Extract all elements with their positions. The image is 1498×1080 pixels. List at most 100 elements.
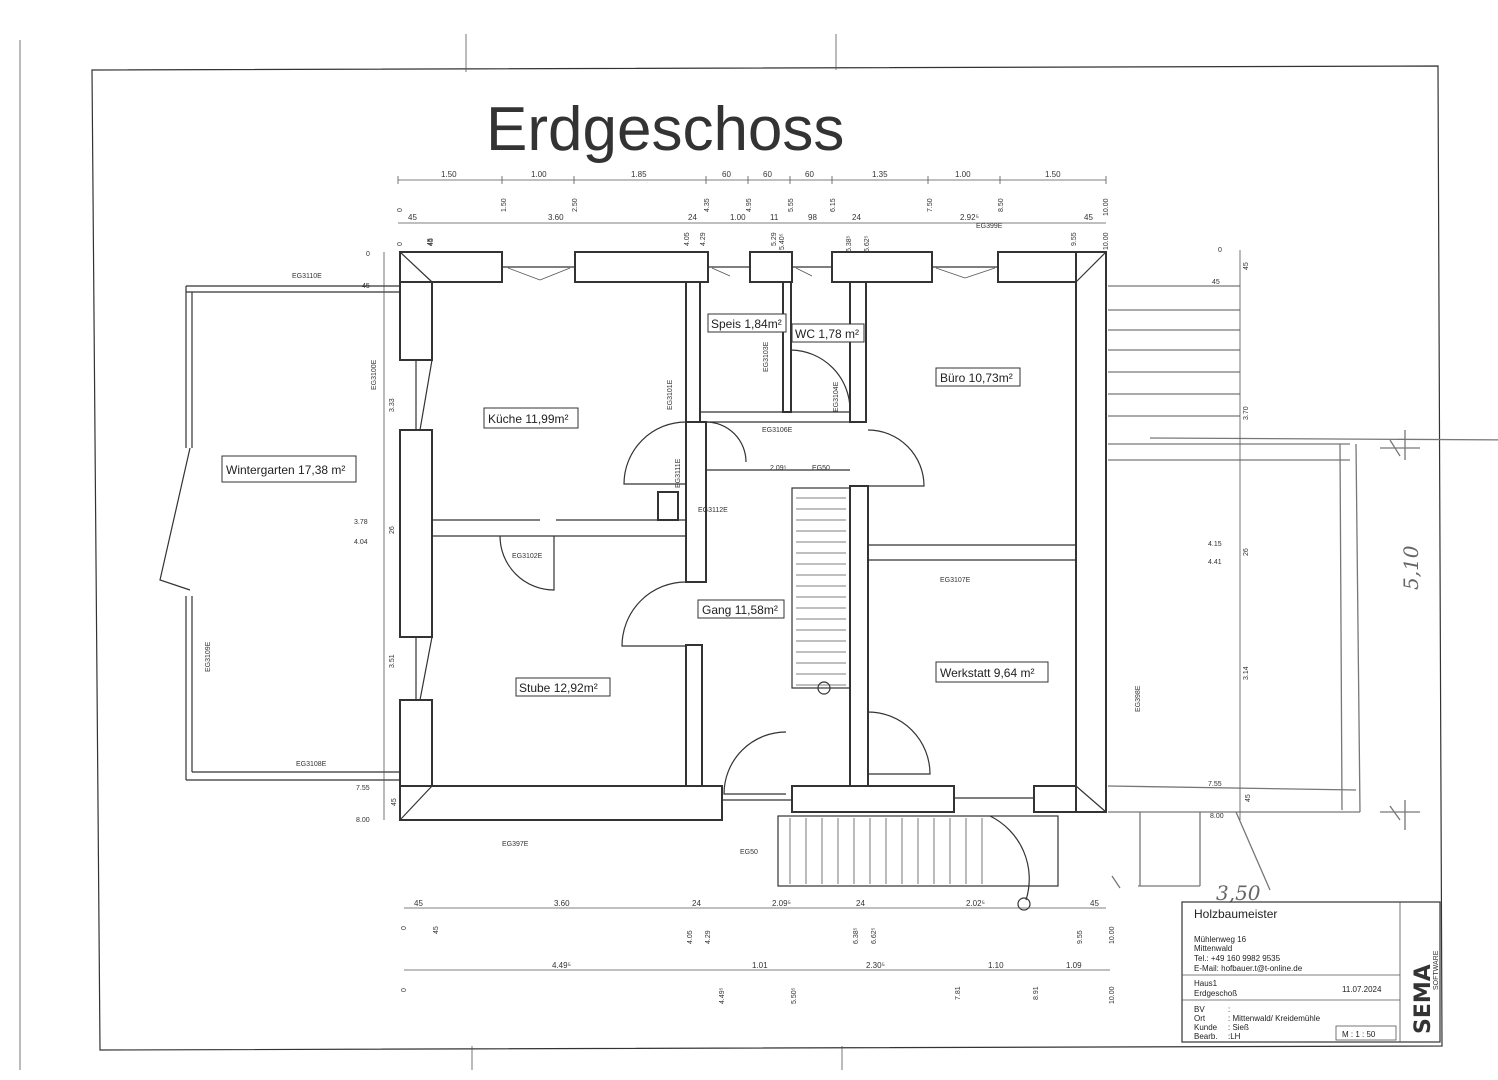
dim-cum: 8.91	[1033, 986, 1040, 1000]
wall-segment	[574, 251, 709, 283]
dim-cum: 5.29	[771, 232, 778, 246]
dim-text: 24	[692, 899, 701, 908]
dim-cum: 4.05	[684, 232, 691, 246]
field-value: : Mittenwald/ Kreidemühle	[1228, 1014, 1321, 1023]
dim-text: 45	[1243, 262, 1250, 270]
element-label: EG3102E	[512, 553, 543, 560]
dim-cum: 7.55	[1208, 781, 1222, 788]
software-logo: SEMA	[1411, 964, 1436, 1034]
room-labels: Wintergarten 17,38 m² Küche 11,99m² Spei…	[221, 313, 1049, 697]
dim-cum: 10.00	[1109, 986, 1116, 1004]
wintergarten-structure	[185, 285, 400, 781]
entrance-stairs	[777, 815, 1059, 911]
dim-text: 4.49⁵	[552, 961, 571, 970]
dim-text: 98	[808, 213, 817, 222]
dim-text: 1.50	[441, 170, 457, 179]
dim-cum: 4.15	[1208, 541, 1222, 548]
field-value: :	[1228, 1005, 1230, 1014]
dim-text: 2.02⁵	[966, 899, 985, 908]
dim-cum: 0	[397, 208, 404, 212]
dim-cum: 6.38⁵	[853, 927, 860, 944]
dim-text: 45	[408, 213, 417, 222]
dim-cum: 5.55	[788, 198, 795, 212]
drawing-scale: M : 1 : 50	[1342, 1030, 1376, 1039]
dim-text: 45	[1090, 899, 1099, 908]
sheet-name: Erdgeschoß	[1194, 989, 1237, 998]
handwritten-dimension-side: 5,10	[1399, 545, 1423, 590]
dim-text: 24	[852, 213, 861, 222]
dim-cum: 5.40⁵	[779, 233, 786, 250]
element-label: EG397E	[502, 841, 529, 848]
dim-text: 1.35	[872, 170, 888, 179]
dim-cum: 8.00	[1210, 813, 1224, 820]
dim-text: 1.00	[730, 213, 746, 222]
room-label-werkstatt: Werkstatt 9,64 m²	[940, 666, 1034, 680]
dim-text: 1.50	[1045, 170, 1061, 179]
bottom-dimension-line-1: 45 3.60 24 2.09⁵ 24 2.02⁵ 45 0 45 4.05 4…	[401, 899, 1116, 944]
dim-cum: 4.29	[700, 232, 707, 246]
dim-cum: 0	[401, 926, 408, 930]
element-label: EG3100E	[371, 359, 378, 390]
dim-cum: 7.50	[927, 198, 934, 212]
staircase	[791, 487, 851, 695]
dim-text: 1.01	[752, 961, 768, 970]
element-label: EG3103E	[763, 341, 770, 372]
dim-text: 45	[1245, 794, 1252, 802]
right-dimension-line: 0 45 4.15 4.41 7.55 8.00 45 3.70 26 3.14…	[1208, 247, 1252, 820]
dim-text: 2.92⁵	[960, 213, 979, 222]
wall-segment	[399, 429, 433, 638]
dim-text: 60	[763, 170, 772, 179]
dim-text: 24	[856, 899, 865, 908]
dim-text: 60	[722, 170, 731, 179]
dim-cum: 10.00	[1109, 926, 1116, 944]
room-label-wc: WC 1,78 m²	[795, 327, 859, 341]
top-dimension-line-1: 1.50 1.00 1.85 60 60 60 1.35 1.00 1.50 0…	[397, 170, 1110, 216]
dim-text: 45	[391, 798, 398, 806]
title-block: Holzbaumeister Mühlenweg 16 Mittenwald T…	[1181, 901, 1441, 1043]
dim-cum: 45	[362, 283, 370, 290]
wall-segment	[749, 251, 793, 283]
wall-segment	[791, 785, 955, 813]
dim-text: 3.60	[548, 213, 564, 222]
dim-cum: 0	[397, 242, 404, 246]
sheet-frame	[19, 34, 1443, 1070]
dim-text: 45	[1084, 213, 1093, 222]
dim-cum: 4.49⁵	[719, 987, 726, 1004]
dim-text: 1.10	[988, 961, 1004, 970]
element-label: EG3112E	[698, 507, 728, 514]
dim-cum: 9.55	[1071, 232, 1078, 246]
element-label: EG3110E	[292, 273, 322, 280]
dim-cum: 6.15	[830, 198, 837, 212]
company-email: E-Mail: hofbauer.t@t-online.de	[1194, 964, 1303, 973]
dim-text: 3.51	[389, 654, 396, 668]
terrace-sketch: 5,10 3,50	[1107, 285, 1498, 905]
dim-text: 45	[414, 899, 423, 908]
element-label: EG3111E	[675, 458, 682, 488]
dim-cum: 7.55	[356, 785, 370, 792]
dim-cum: 4.04	[354, 539, 368, 546]
software-logo-subtitle: SOFTWARE	[1433, 950, 1440, 990]
company-name: Holzbaumeister	[1194, 907, 1277, 921]
field-label: BV	[1194, 1005, 1205, 1014]
element-label: EG3101E	[667, 379, 674, 410]
dim-text: 1.00	[531, 170, 547, 179]
top-dimension-line-2: 45 3.60 24 1.00 11 98 24 2.92⁵ 45 0 45 4…	[397, 213, 1110, 252]
dim-text: 26	[1243, 548, 1250, 556]
wall-segment	[831, 251, 933, 283]
element-tag: EG50	[812, 465, 830, 472]
dim-cum: 10.00	[1103, 198, 1110, 216]
dim-cum: 10.00	[1103, 232, 1110, 250]
dim-cum: 4.05	[687, 930, 694, 944]
dim-text: 2.09⁵	[772, 899, 791, 908]
company-city: Mittenwald	[1194, 944, 1232, 953]
left-dimension-line: 0 45 3.78 4.04 7.55 8.00 3.33 26 3.51 45…	[354, 238, 434, 824]
dim-cum: 1.50	[501, 198, 508, 212]
field-label: Ort	[1194, 1014, 1206, 1023]
dim-cum: 0	[401, 988, 408, 992]
element-label: EG3109E	[205, 641, 212, 672]
field-value: :LH	[1228, 1032, 1241, 1041]
dim-cum: 2.50	[572, 198, 579, 212]
dim-text: 45	[427, 238, 434, 246]
dim-cum: 3.78	[354, 519, 368, 526]
dim-text: 11	[770, 213, 779, 222]
